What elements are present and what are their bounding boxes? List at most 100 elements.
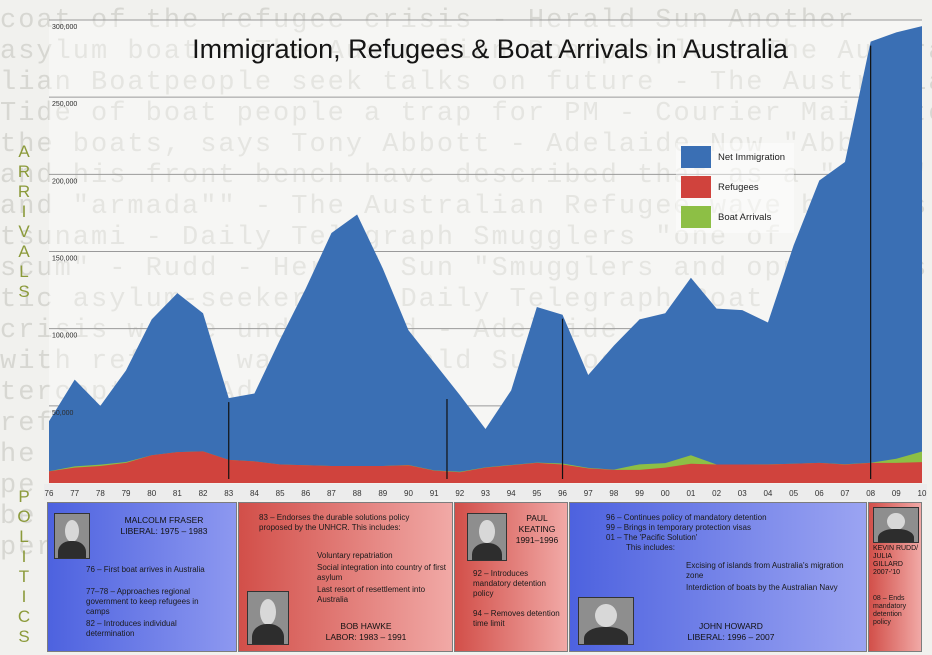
y-tick-label: 100,000 [52,333,77,340]
panel-hawke-item: Social integration into country of first… [317,563,446,582]
x-tick-label: 94 [507,489,516,498]
y-tick-label: 250,000 [52,101,77,108]
series-area-refugees [49,451,922,483]
vertical-letter: S [18,282,30,301]
series-areas [49,26,922,483]
legend-label: Boat Arrivals [718,212,772,223]
panel-rudd-gillard-name: KEVIN RUDD/ JULIA GILLARD 2007-'10 [873,545,919,576]
background-headline: and "armada"" - The Australian Refugee w… [0,192,926,222]
x-tick-label: 87 [327,489,336,498]
vertical-letter: I [21,547,27,566]
panel-fraser-item: 77–78 – Approaches regional government t… [86,587,199,616]
vertical-letter: L [19,262,29,281]
x-tick-label: 88 [353,489,362,498]
vertical-letter: R [17,162,31,181]
x-tick-label: 09 [892,489,901,498]
y-tick-label: 150,000 [52,256,77,263]
vertical-letter: A [18,242,30,261]
x-tick-label: 04 [763,489,772,498]
y-axis-ticks: 50,000 100,000 150,000 200,000 250,000 300,00… [52,24,77,417]
panel-howard-intro: 96 – Continues policy of mandatory deten… [606,513,767,522]
x-tick-label: 96 [558,489,567,498]
photo-hawke [247,591,289,645]
panel-rudd-gillard: KEVIN RUDD/ JULIA GILLARD 2007-'10 08 – … [868,502,922,652]
panel-hawke-item: Last resort of resettlement into Austral… [317,585,426,604]
vertical-letter: C [17,607,31,626]
x-tick-label: 05 [789,489,798,498]
panel-hawke: 83 – Endorses the durable solutions poli… [238,502,453,652]
background-headline: and his front bench have described that … [0,161,926,191]
x-tick-label: 03 [738,489,747,498]
y-tick-label: 200,000 [52,178,77,185]
x-tick-label: 79 [122,489,131,498]
photo-fraser [54,513,90,559]
legend-label: Net Immigration [718,152,785,163]
x-tick-label: 08 [866,489,875,498]
x-tick-label: 10 [918,489,927,498]
background-headline: scum" - Rudd - Herald Sun "Smugglers and… [0,254,926,284]
x-tick-label: 97 [584,489,593,498]
vertical-letter: P [18,487,30,506]
background-headline: tsunami - Daily Telegraph Smugglers "one… [0,223,856,253]
x-tick-label: 77 [70,489,79,498]
panel-rudd-gillard-item: 08 – Ends mandatory detention policy [873,595,907,626]
panel-howard: 96 – Continues policy of mandatory deten… [569,502,867,652]
background-headline: per [0,533,55,563]
legend-label: Refugees [718,182,759,193]
panel-hawke-item: Voluntary repatriation [317,551,393,560]
x-tick-label: 89 [378,489,387,498]
photo-keating [467,513,507,561]
chart-title: Immigration, Refugees & Boat Arrivals in… [192,34,789,64]
vertical-letter: I [21,587,27,606]
x-tick-label: 86 [301,489,310,498]
x-tick-label: 06 [815,489,824,498]
vertical-letter: L [19,527,29,546]
panel-keating-item: 92 – Introduces mandatory detention poli… [473,569,546,598]
background-headline: Tide of boat people a trap for PM - Cour… [0,99,932,129]
x-tick-label: 81 [173,489,182,498]
panel-keating-item: 94 – Removes detention time limit [473,609,560,628]
panel-fraser-item: 82 – Introduces individual determination [86,619,177,638]
x-tick-label: 90 [404,489,413,498]
x-tick-label: 00 [661,489,670,498]
photo-howard [578,597,634,645]
series-area-net-immigration [49,26,922,483]
x-axis-strip [44,484,927,500]
vertical-letter: R [17,182,31,201]
x-tick-label: 85 [276,489,285,498]
era-dividers [228,45,872,479]
x-tick-label: 99 [635,489,644,498]
panel-keating-name: PAUL KEATING 1991–1996 [515,513,559,545]
background-headline: lian Boatpeople seek talks on future - T… [0,68,932,98]
vertical-letter: A [18,142,30,161]
background-headline: pe [0,471,37,501]
panel-howard-item: Interdiction of boats by the Australian … [686,583,838,592]
x-tick-label: 82 [199,489,208,498]
x-tick-label: 76 [45,489,54,498]
background-headline: the boats, says Tony Abbott - Adelaide N… [0,130,908,160]
panel-howard-intro: 01 – The 'Pacific Solution' [606,533,698,542]
panel-howard-intro: 99 – Brings in temporary protection visa… [606,523,751,532]
x-tick-label: 78 [96,489,105,498]
x-tick-label: 07 [841,489,850,498]
vertical-letter: I [21,202,27,221]
x-tick-label: 91 [430,489,439,498]
y-tick-label: 50,000 [52,410,74,417]
vertical-letter: V [18,222,30,241]
panel-howard-name: JOHN HOWARD LIBERAL: 1996 – 2007 [687,621,775,642]
x-tick-label: 80 [147,489,156,498]
vertical-letter: T [18,567,30,586]
photo-rudd-gillard [873,507,919,543]
background-headline: be [0,502,37,532]
y-tick-label: 300,000 [52,24,77,31]
background-headline: asylum boat - The Australian Boatpeople … [0,37,932,67]
legend-swatch [681,176,711,198]
legend-swatch [681,146,711,168]
background-headline: coat of the refugee crisis - Herald Sun … [0,6,854,36]
panel-howard-item: Excising of islands from Australia's mig… [686,561,844,580]
panel-hawke-intro: 83 – Endorses the durable solutions poli… [259,513,410,532]
x-tick-label: 98 [609,489,618,498]
